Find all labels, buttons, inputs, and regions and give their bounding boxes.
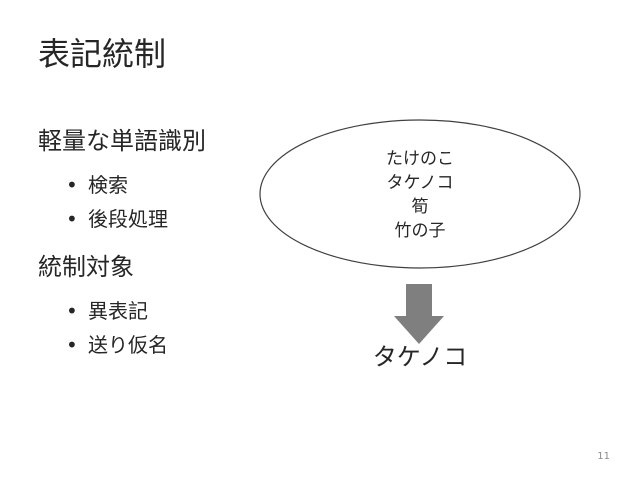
section-heading-word-identification: 軽量な単語識別 <box>38 127 206 155</box>
variants-ellipse <box>259 119 581 269</box>
bullet-item: • 送り仮名 <box>66 332 168 358</box>
slide-title: 表記統制 <box>38 35 167 73</box>
variant-label: 竹の子 <box>394 221 446 241</box>
bullet-text: 異表記 <box>88 299 148 323</box>
down-arrow-icon <box>394 284 444 344</box>
bullet-item: • 検索 <box>66 172 128 198</box>
variant-label: タケノコ <box>386 173 454 193</box>
bullet-dot: • <box>66 173 78 197</box>
bullet-item: • 後段処理 <box>66 206 168 232</box>
bullet-text: 後段処理 <box>88 207 168 231</box>
normalized-result: タケノコ <box>372 343 468 371</box>
variant-label: 筍 <box>411 197 429 217</box>
bullet-item: • 異表記 <box>66 298 148 324</box>
bullet-dot: • <box>66 333 78 357</box>
variant-label: たけのこ <box>386 149 454 169</box>
section-heading-control-targets: 統制対象 <box>38 253 134 281</box>
bullet-text: 送り仮名 <box>88 333 168 357</box>
page-number: 11 <box>597 451 610 462</box>
bullet-dot: • <box>66 299 78 323</box>
bullet-text: 検索 <box>88 173 128 197</box>
bullet-dot: • <box>66 207 78 231</box>
